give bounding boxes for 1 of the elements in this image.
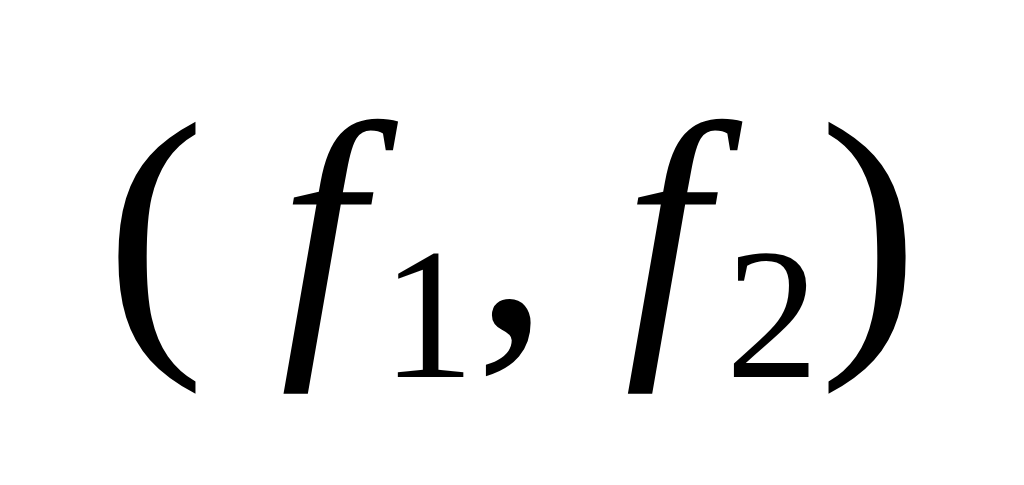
math-formula: ( f$_{1}$, f$_{2}$) <box>105 78 919 407</box>
